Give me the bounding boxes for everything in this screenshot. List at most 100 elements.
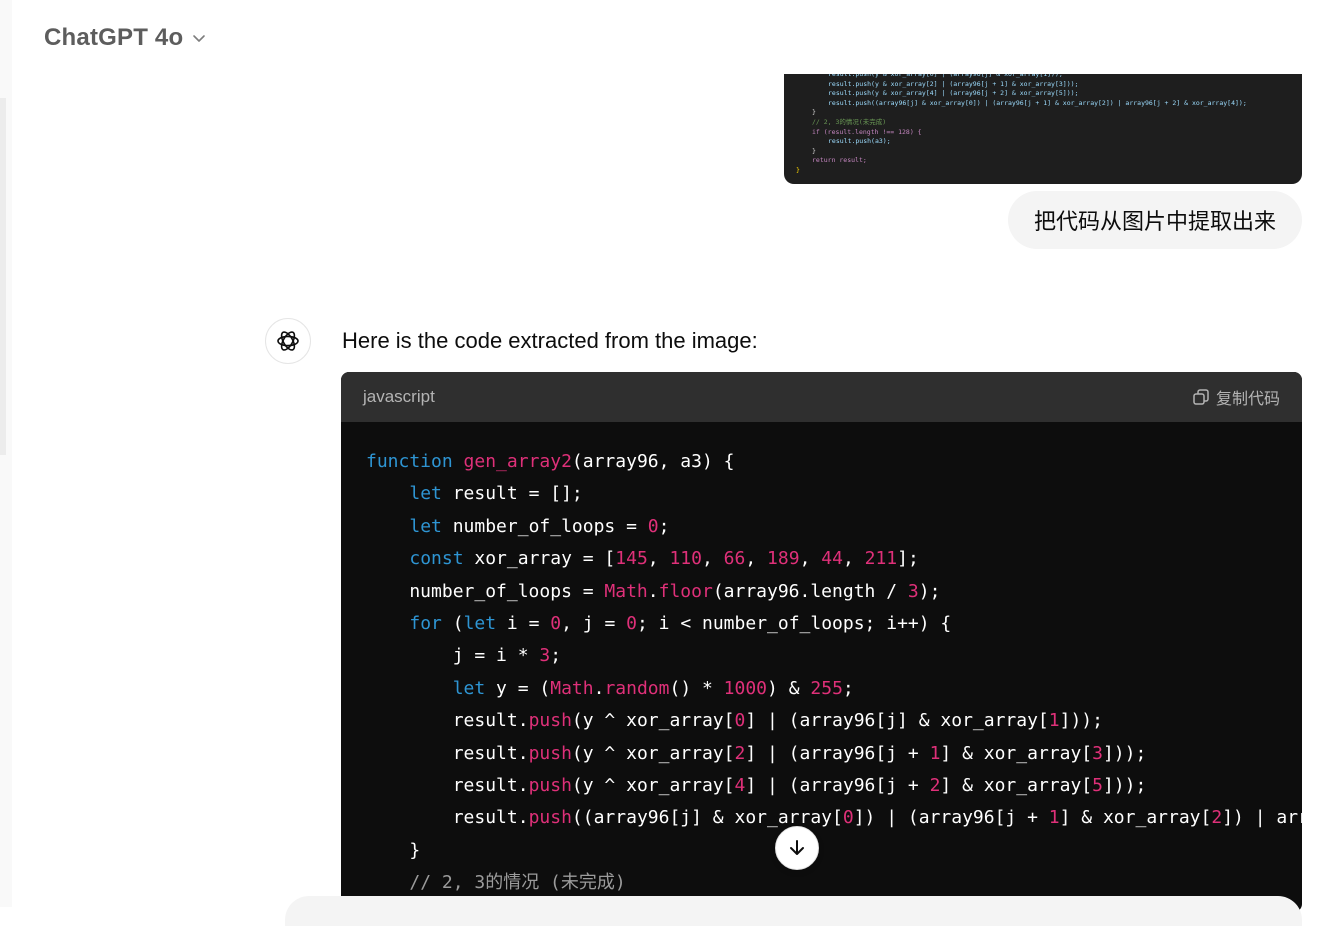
code-token	[366, 872, 409, 893]
code-token: ;	[550, 645, 562, 667]
code-token: 0	[647, 515, 659, 537]
code-token: 145	[615, 548, 648, 570]
code-token: .	[647, 580, 659, 602]
code-token: number_of_loops =	[366, 580, 605, 602]
code-token: ,	[745, 548, 768, 570]
code-token: 2	[929, 774, 941, 796]
code-token: ]));	[1102, 774, 1147, 796]
code-block: javascript 复制代码 function gen_array2(arra…	[341, 372, 1302, 912]
code-token: 66	[723, 548, 746, 570]
code-token: ]));	[1059, 710, 1103, 732]
code-line: j = i * 3;	[366, 640, 1302, 672]
code-token: 255	[810, 677, 843, 699]
code-token: 0	[626, 612, 637, 634]
code-token: 0	[550, 612, 562, 634]
code-line: result.push(y ^ xor_array[2] | (array96[…	[366, 738, 1302, 770]
code-token: 4	[734, 774, 746, 796]
code-token: let	[452, 677, 486, 699]
chevron-down-icon	[193, 35, 206, 42]
code-token: push	[528, 710, 572, 732]
code-token: xor_array = [	[463, 548, 616, 570]
code-token: j = i *	[366, 645, 540, 667]
code-token: ] | (array96[j] & xor_array[	[745, 710, 1049, 732]
user-message-text: 把代码从图片中提取出来	[1033, 209, 1276, 234]
code-token: push	[528, 742, 572, 764]
code-token: ] | (array96[j +	[745, 774, 930, 796]
code-token: , j =	[561, 612, 627, 634]
code-token: (array96, a3) {	[571, 451, 735, 472]
code-token: 189	[767, 548, 800, 570]
code-token	[366, 516, 409, 537]
code-token: ,	[701, 548, 724, 570]
code-token: push	[528, 774, 572, 796]
code-token: // 2, 3的情况 (未完成)	[409, 872, 626, 894]
code-token: ,	[647, 548, 670, 570]
code-token: 3	[1092, 742, 1103, 764]
preview-code-line: return result;	[812, 156, 867, 165]
code-token: 0	[734, 710, 746, 732]
code-line: result.push(y ^ xor_array[4] | (array96[…	[366, 770, 1302, 802]
code-token	[366, 548, 409, 569]
code-token: ]) | array96	[1222, 807, 1302, 829]
code-token: result.	[366, 710, 529, 732]
code-token: 0	[842, 807, 854, 829]
code-line: }	[366, 835, 1302, 867]
code-token: Math	[604, 580, 648, 602]
copy-code-button[interactable]: 复制代码	[1192, 385, 1280, 409]
code-line: let y = (Math.random() * 1000) & 255;	[366, 673, 1302, 705]
preview-code-line: }	[796, 166, 800, 174]
model-name: ChatGPT 4o	[44, 24, 184, 51]
code-token: (y ^ xor_array[	[571, 710, 735, 732]
uploaded-image-preview[interactable]: result.push(y & xor_array[0] | (array96[…	[784, 74, 1302, 184]
code-token: 5	[1092, 774, 1103, 796]
code-token: );	[918, 580, 941, 602]
code-token	[366, 678, 453, 699]
code-token: 110	[669, 548, 702, 570]
code-token: ) &	[767, 677, 811, 699]
code-token: ] | (array96[j +	[745, 742, 930, 764]
code-token: function	[366, 451, 453, 472]
code-token: let	[409, 515, 442, 537]
code-token: (	[441, 612, 464, 634]
code-token: ]));	[1102, 742, 1147, 764]
code-token: (y ^ xor_array[	[571, 774, 735, 796]
code-token: result.	[366, 774, 529, 796]
preview-code-line: result.push(y & xor_array[0] | (array96[…	[828, 74, 1063, 78]
code-token: 1	[1048, 807, 1060, 829]
code-language-label: javascript	[363, 387, 435, 406]
code-line: result.push((array96[j] & xor_array[0]) …	[366, 802, 1302, 834]
openai-logo-icon	[277, 331, 299, 351]
code-token: 1	[1048, 710, 1060, 732]
code-token: ,	[842, 548, 865, 570]
scroll-to-bottom-button[interactable]	[775, 826, 819, 870]
code-token: let	[409, 483, 442, 505]
code-line: let number_of_loops = 0;	[366, 511, 1302, 543]
preview-code-line: // 2, 3的情况(未完成)	[812, 118, 887, 126]
code-token: for	[409, 612, 442, 634]
code-token	[366, 613, 409, 634]
code-token: 2	[734, 742, 746, 764]
code-token: ] & xor_array[	[940, 742, 1093, 764]
code-token: .	[593, 677, 605, 699]
code-token	[366, 483, 409, 504]
code-line: function gen_array2(array96, a3) {	[366, 446, 1302, 478]
code-line: let result = [];	[366, 478, 1302, 510]
code-token: const	[409, 548, 464, 570]
code-token: i =	[496, 612, 551, 634]
code-token: result = [];	[441, 483, 583, 505]
code-token: (y ^ xor_array[	[571, 742, 735, 764]
model-selector-button[interactable]: ChatGPT 4o	[34, 18, 217, 58]
code-token: push	[528, 807, 572, 829]
sidebar-edge	[0, 0, 12, 907]
preview-code-line: result.push(a3);	[828, 137, 891, 146]
code-token: y = (	[485, 677, 551, 699]
preview-code-line: }	[812, 146, 816, 155]
code-token: 1000	[723, 677, 768, 699]
preview-code-line: }	[812, 108, 816, 117]
message-composer-edge	[285, 896, 1302, 926]
code-token: 1	[929, 742, 941, 764]
code-token: ; i < number_of_loops; i++) {	[636, 612, 952, 634]
code-token: random	[604, 677, 670, 699]
code-token: ] & xor_array[	[940, 774, 1093, 796]
copy-code-label: 复制代码	[1215, 391, 1280, 408]
